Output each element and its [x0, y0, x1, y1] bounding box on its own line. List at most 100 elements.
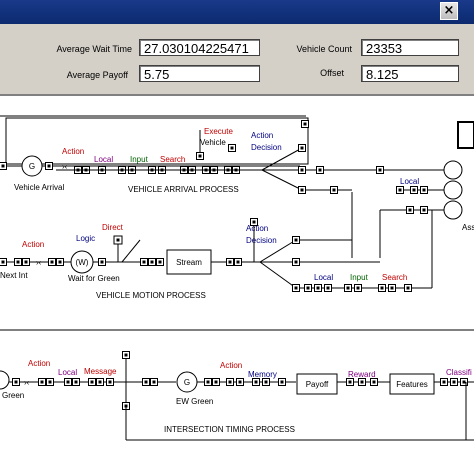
direct-label: Direct: [102, 223, 124, 232]
decision-branch-3[interactable]: [298, 186, 306, 194]
timing-node-15[interactable]: [252, 378, 260, 386]
motion-bottom-node-2[interactable]: [314, 284, 322, 292]
motion-decision-top-node[interactable]: [250, 218, 258, 226]
timing-node-2[interactable]: [38, 378, 46, 386]
timing-local-label: Local: [58, 368, 77, 377]
payoff-label: Payoff: [306, 380, 329, 389]
execute-input-node[interactable]: [196, 152, 204, 160]
arrival-search-label: Search: [160, 155, 185, 164]
average-payoff-field[interactable]: 5.75: [139, 65, 260, 82]
arrival-start-node[interactable]: [0, 162, 7, 170]
queue-input-node-2[interactable]: [420, 206, 428, 214]
motion-bottom-node-3[interactable]: [324, 284, 332, 292]
motion-node-6[interactable]: [140, 258, 148, 266]
timing-node-22[interactable]: [450, 378, 458, 386]
offset-field[interactable]: 8.125: [361, 65, 459, 82]
timing-node-5[interactable]: [72, 378, 80, 386]
arrival-node[interactable]: [45, 162, 53, 170]
classif-label: Classifi: [446, 368, 472, 377]
timing-node-7[interactable]: [96, 378, 104, 386]
timing-node-1[interactable]: [12, 378, 20, 386]
motion-node-2[interactable]: [22, 258, 30, 266]
timing-node-9[interactable]: [142, 378, 150, 386]
timing-node-16[interactable]: [262, 378, 270, 386]
timing-node-10[interactable]: [150, 378, 158, 386]
motion-node-5[interactable]: [98, 258, 106, 266]
timing-node-3[interactable]: [46, 378, 54, 386]
queue-circle-2[interactable]: [443, 180, 463, 200]
vehicle-motion-process-title: VEHICLE MOTION PROCESS: [96, 291, 206, 300]
window-titlebar: ×: [0, 0, 474, 24]
motion-search-node-2[interactable]: [388, 284, 396, 292]
vehicle-count-label: Vehicle Count: [296, 44, 352, 54]
motion-branch-2[interactable]: [292, 258, 300, 266]
motion-action-decision-label: Action: [246, 224, 268, 233]
timing-node-17[interactable]: [278, 378, 286, 386]
motion-node-4[interactable]: [56, 258, 64, 266]
timing-node-20[interactable]: [370, 378, 378, 386]
decision-branch-2[interactable]: [298, 166, 306, 174]
vehicle-arrival-process: G Vehicle Arrival ›‹ Action Local Input …: [0, 115, 474, 258]
decision-branch-1[interactable]: [298, 144, 306, 152]
reward-label: Reward: [348, 370, 376, 379]
execute-label: Execute: [204, 127, 233, 136]
statistics-panel: Average Wait Time 27.030104225471 Averag…: [0, 24, 474, 96]
motion-search-node-1[interactable]: [378, 284, 386, 292]
features-box[interactable]: [389, 373, 435, 395]
timing-node-8[interactable]: [106, 378, 114, 386]
right-path-node-2[interactable]: [376, 166, 384, 174]
close-button[interactable]: ×: [440, 2, 458, 20]
assignment-box[interactable]: [457, 121, 474, 149]
right-path-node-1[interactable]: [316, 166, 324, 174]
timing-node-13[interactable]: [226, 378, 234, 386]
intersection-timing-process: Green Action ›‹ Local Message G EW Green…: [0, 351, 474, 441]
green-generator[interactable]: [0, 370, 10, 390]
motion-input-node-1[interactable]: [344, 284, 352, 292]
arrival-action-decision-label: Action: [251, 131, 273, 140]
queue-circle-3[interactable]: [443, 200, 463, 220]
arrival-top-connector[interactable]: [301, 120, 309, 128]
arrival-action-label: Action: [62, 147, 84, 156]
local-right-node[interactable]: [396, 186, 404, 194]
motion-node-7[interactable]: [148, 258, 156, 266]
execute-vehicle-node[interactable]: [228, 144, 236, 152]
motion-node-1[interactable]: [14, 258, 22, 266]
motion-local-label: Local: [314, 273, 333, 282]
timing-node-19[interactable]: [358, 378, 366, 386]
motion-node-10[interactable]: [234, 258, 242, 266]
stream-box[interactable]: [166, 249, 212, 275]
motion-node-8[interactable]: [156, 258, 164, 266]
payoff-box[interactable]: [296, 373, 338, 395]
motion-node-9[interactable]: [226, 258, 234, 266]
wait-for-green-node[interactable]: [70, 250, 94, 274]
vehicle-arrival-label: Vehicle Arrival: [14, 183, 64, 192]
local-right-node-3[interactable]: [420, 186, 428, 194]
timing-node-11[interactable]: [204, 378, 212, 386]
queue-input-node[interactable]: [406, 206, 414, 214]
motion-search-node-3[interactable]: [404, 284, 412, 292]
timing-node-14[interactable]: [236, 378, 244, 386]
motion-gate-glyph: ›‹: [36, 258, 42, 267]
branch-3-node[interactable]: [330, 186, 338, 194]
timing-node-12[interactable]: [212, 378, 220, 386]
average-wait-time-field[interactable]: 27.030104225471: [139, 39, 260, 56]
timing-node-18[interactable]: [346, 378, 354, 386]
arrival-decision-label: Decision: [251, 143, 282, 152]
motion-bottom-node-1[interactable]: [304, 284, 312, 292]
offset-label: Offset: [320, 68, 344, 78]
timing-node-21[interactable]: [440, 378, 448, 386]
motion-branch-3[interactable]: [292, 284, 300, 292]
vehicle-motion-process: Next Int Action ›‹ (W) Logic Wait for Gr…: [0, 210, 433, 300]
vehicle-count-field[interactable]: 23353: [361, 39, 459, 56]
motion-branch-1[interactable]: [292, 236, 300, 244]
timing-node-6[interactable]: [88, 378, 96, 386]
queue-circle-1[interactable]: [443, 160, 463, 180]
arrival-local-label: Local: [94, 155, 113, 164]
timing-node-4[interactable]: [64, 378, 72, 386]
local-right-node-2[interactable]: [410, 186, 418, 194]
timing-up-node[interactable]: [122, 351, 130, 359]
motion-input-node-2[interactable]: [354, 284, 362, 292]
motion-decision-label: Decision: [246, 236, 277, 245]
motion-start-node[interactable]: [0, 258, 7, 266]
motion-node-3[interactable]: [48, 258, 56, 266]
